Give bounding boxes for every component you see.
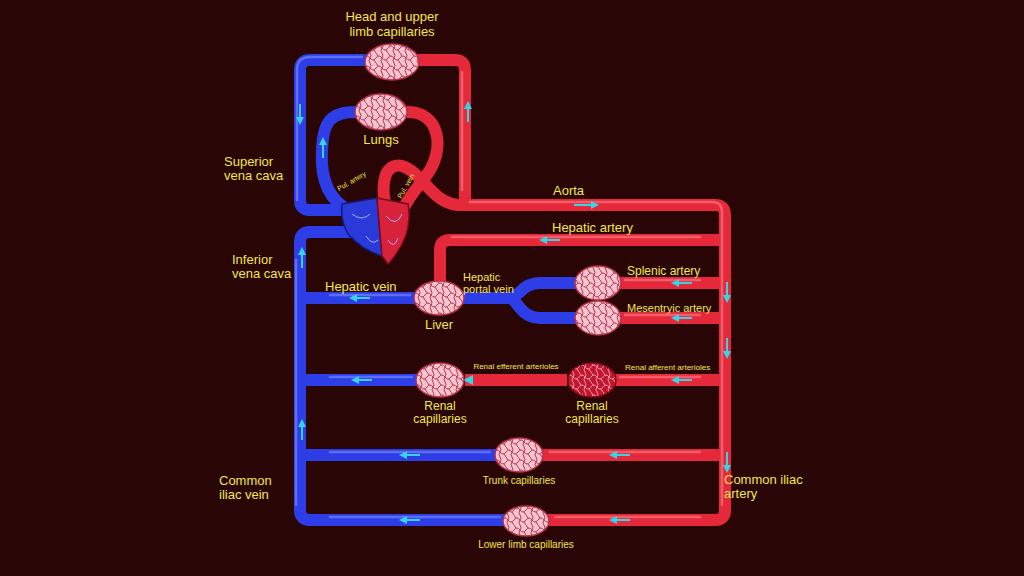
flow-arrow: [612, 454, 630, 456]
heart-left-side: [377, 198, 409, 264]
capillary-bed: Renal capillaries: [415, 362, 465, 398]
bed-label: Renal capillaries: [405, 400, 475, 426]
vessel-label: Inferior vena cava: [232, 253, 298, 282]
flow-arrow: [354, 379, 372, 381]
flow-arrow: [301, 422, 303, 440]
capillary-bed: Renal capillaries: [567, 362, 617, 398]
vessel-connector-group: [465, 380, 567, 381]
flow-arrow: [726, 452, 728, 470]
flow-arrow: [467, 104, 469, 122]
artery: [418, 60, 465, 200]
vein: [322, 112, 356, 212]
flow-arrow: [352, 297, 370, 299]
capillary-bed: Trunk capillaries: [494, 437, 544, 473]
capillary-bed: Liver: [413, 280, 465, 316]
capillary-network: [495, 438, 543, 472]
flow-arrow: [674, 379, 692, 381]
capillary-outline: [413, 280, 465, 316]
capillary-bed: [575, 266, 621, 300]
capillary-outline: [354, 93, 408, 131]
vessel-label: Hepatic artery: [552, 221, 662, 235]
capillary-network: [414, 281, 464, 315]
heart-right-side: [342, 198, 382, 256]
vessel-label: Common iliac artery: [724, 473, 814, 502]
capillary-network: [365, 44, 419, 80]
vessel-label: Mesentryic artery: [627, 302, 727, 314]
flow-arrow: [726, 338, 728, 356]
capillary-network: [416, 363, 464, 397]
capillary-network: [568, 363, 616, 397]
vein: [512, 298, 577, 318]
arteries: [384, 60, 725, 520]
flow-arrow: [402, 454, 420, 456]
vessel-label: Hepatic vein: [325, 280, 415, 294]
capillary-outline: [567, 362, 617, 398]
vessel-label: Splenic artery: [627, 265, 727, 278]
bed-label: Lower limb capillaries: [461, 539, 591, 550]
flow-arrow: [574, 204, 596, 206]
flow-arrow: [612, 519, 630, 521]
capillary-network: [503, 506, 549, 536]
vessel-label: Superior vena cava: [224, 155, 294, 184]
bed-label: Head and upper limb capillaries: [332, 10, 452, 39]
flow-arrow: [322, 140, 324, 158]
flow-arrows: [300, 104, 727, 520]
flow-arrow: [402, 519, 420, 521]
artery-shine: [452, 72, 722, 517]
flow-arrow: [542, 239, 560, 241]
bed-label: Liver: [409, 318, 469, 332]
capillary-outline: [502, 505, 550, 537]
capillary-network: [355, 94, 407, 130]
heart: [342, 198, 410, 264]
bed-label: Lungs: [351, 133, 411, 147]
capillary-outline: [415, 362, 465, 398]
flow-arrow: [674, 282, 692, 284]
bed-label: Trunk capillaries: [459, 475, 579, 486]
capillary-outline: [364, 43, 420, 81]
capillary-bed: [575, 301, 621, 335]
heart-detail: [352, 214, 402, 245]
veins: [296, 57, 577, 520]
flow-arrow: [301, 250, 303, 268]
capillary-outline: [494, 437, 544, 473]
flow-arrow: [674, 317, 692, 319]
vessel-label: Common iliac vein: [219, 474, 291, 503]
artery: [384, 165, 725, 520]
vessel-label: Aorta: [553, 184, 613, 198]
vessel-label: Renal afferent arterioles: [625, 364, 735, 373]
bed-label: Renal capillaries: [557, 400, 627, 426]
connector-label: Renal efferent arterioles: [473, 363, 558, 372]
unlabeled-capillary-beds: [575, 266, 621, 335]
flow-arrow: [299, 104, 301, 122]
capillary-bed: Head and upper limb capillaries: [364, 43, 420, 81]
arteriole-connector: [465, 374, 567, 386]
vessel-label: Hepatic portal vein: [463, 271, 525, 295]
capillary-bed: Lower limb capillaries: [502, 505, 550, 537]
flow-arrow: [726, 282, 728, 300]
capillary-bed: Lungs: [354, 93, 408, 131]
